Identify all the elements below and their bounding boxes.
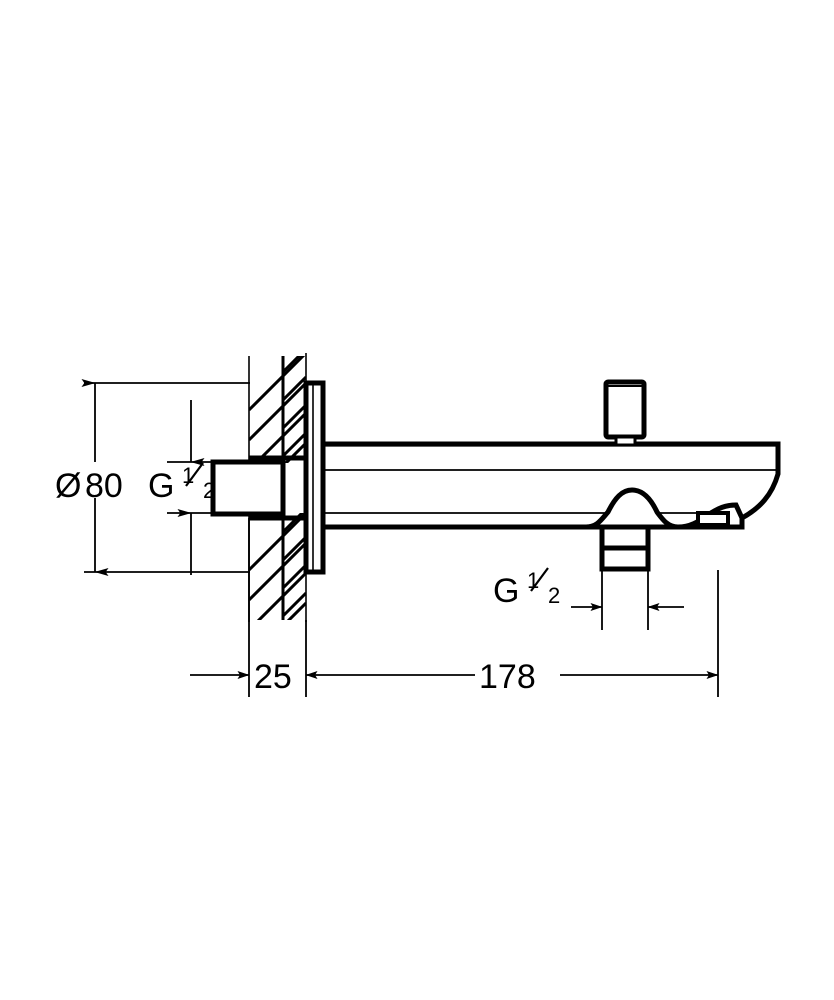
- dim-label-outlet-denominator: 2: [548, 583, 560, 608]
- knob-stem: [614, 435, 637, 447]
- dimension-wall-projection: 25: [190, 518, 307, 697]
- aerator-slot: [696, 511, 730, 527]
- control-knob: [603, 379, 647, 447]
- dim-label-inlet-denominator: 2: [203, 478, 215, 503]
- dimension-flange-diameter: Ø 80: [55, 379, 250, 576]
- inlet-socket: [210, 459, 286, 517]
- outlet-thread-band-upper: [599, 524, 651, 551]
- outlet-thread-band-lower: [599, 545, 651, 572]
- dimension-spout-reach: 178: [305, 570, 719, 697]
- dimension-inlet-thread: G 1 2: [148, 400, 283, 575]
- wall-hatch-lower: [249, 513, 306, 620]
- dim-label-projection: 25: [254, 658, 292, 696]
- escutcheon-flange: [303, 380, 326, 575]
- dim-label-inlet-numerator: 1: [182, 463, 194, 488]
- fraction-slash-inlet: [185, 462, 204, 487]
- diverter-assembly: [585, 487, 679, 572]
- spout-outlet-nose: [677, 502, 745, 530]
- dim-label-diameter-value: 80: [85, 467, 123, 505]
- dim-label-outlet-thread-letter: G: [493, 572, 519, 610]
- dim-label-diameter-symbol: Ø: [55, 467, 81, 505]
- fraction-slash-outlet: [530, 567, 549, 592]
- dim-label-inlet-thread-letter: G: [148, 467, 174, 505]
- dim-label-reach: 178: [479, 658, 536, 696]
- diverter-dome: [585, 487, 679, 530]
- dimension-outlet-thread: G 1 2: [493, 567, 684, 630]
- dim-label-outlet-numerator: 1: [527, 568, 539, 593]
- knob-body: [603, 379, 647, 440]
